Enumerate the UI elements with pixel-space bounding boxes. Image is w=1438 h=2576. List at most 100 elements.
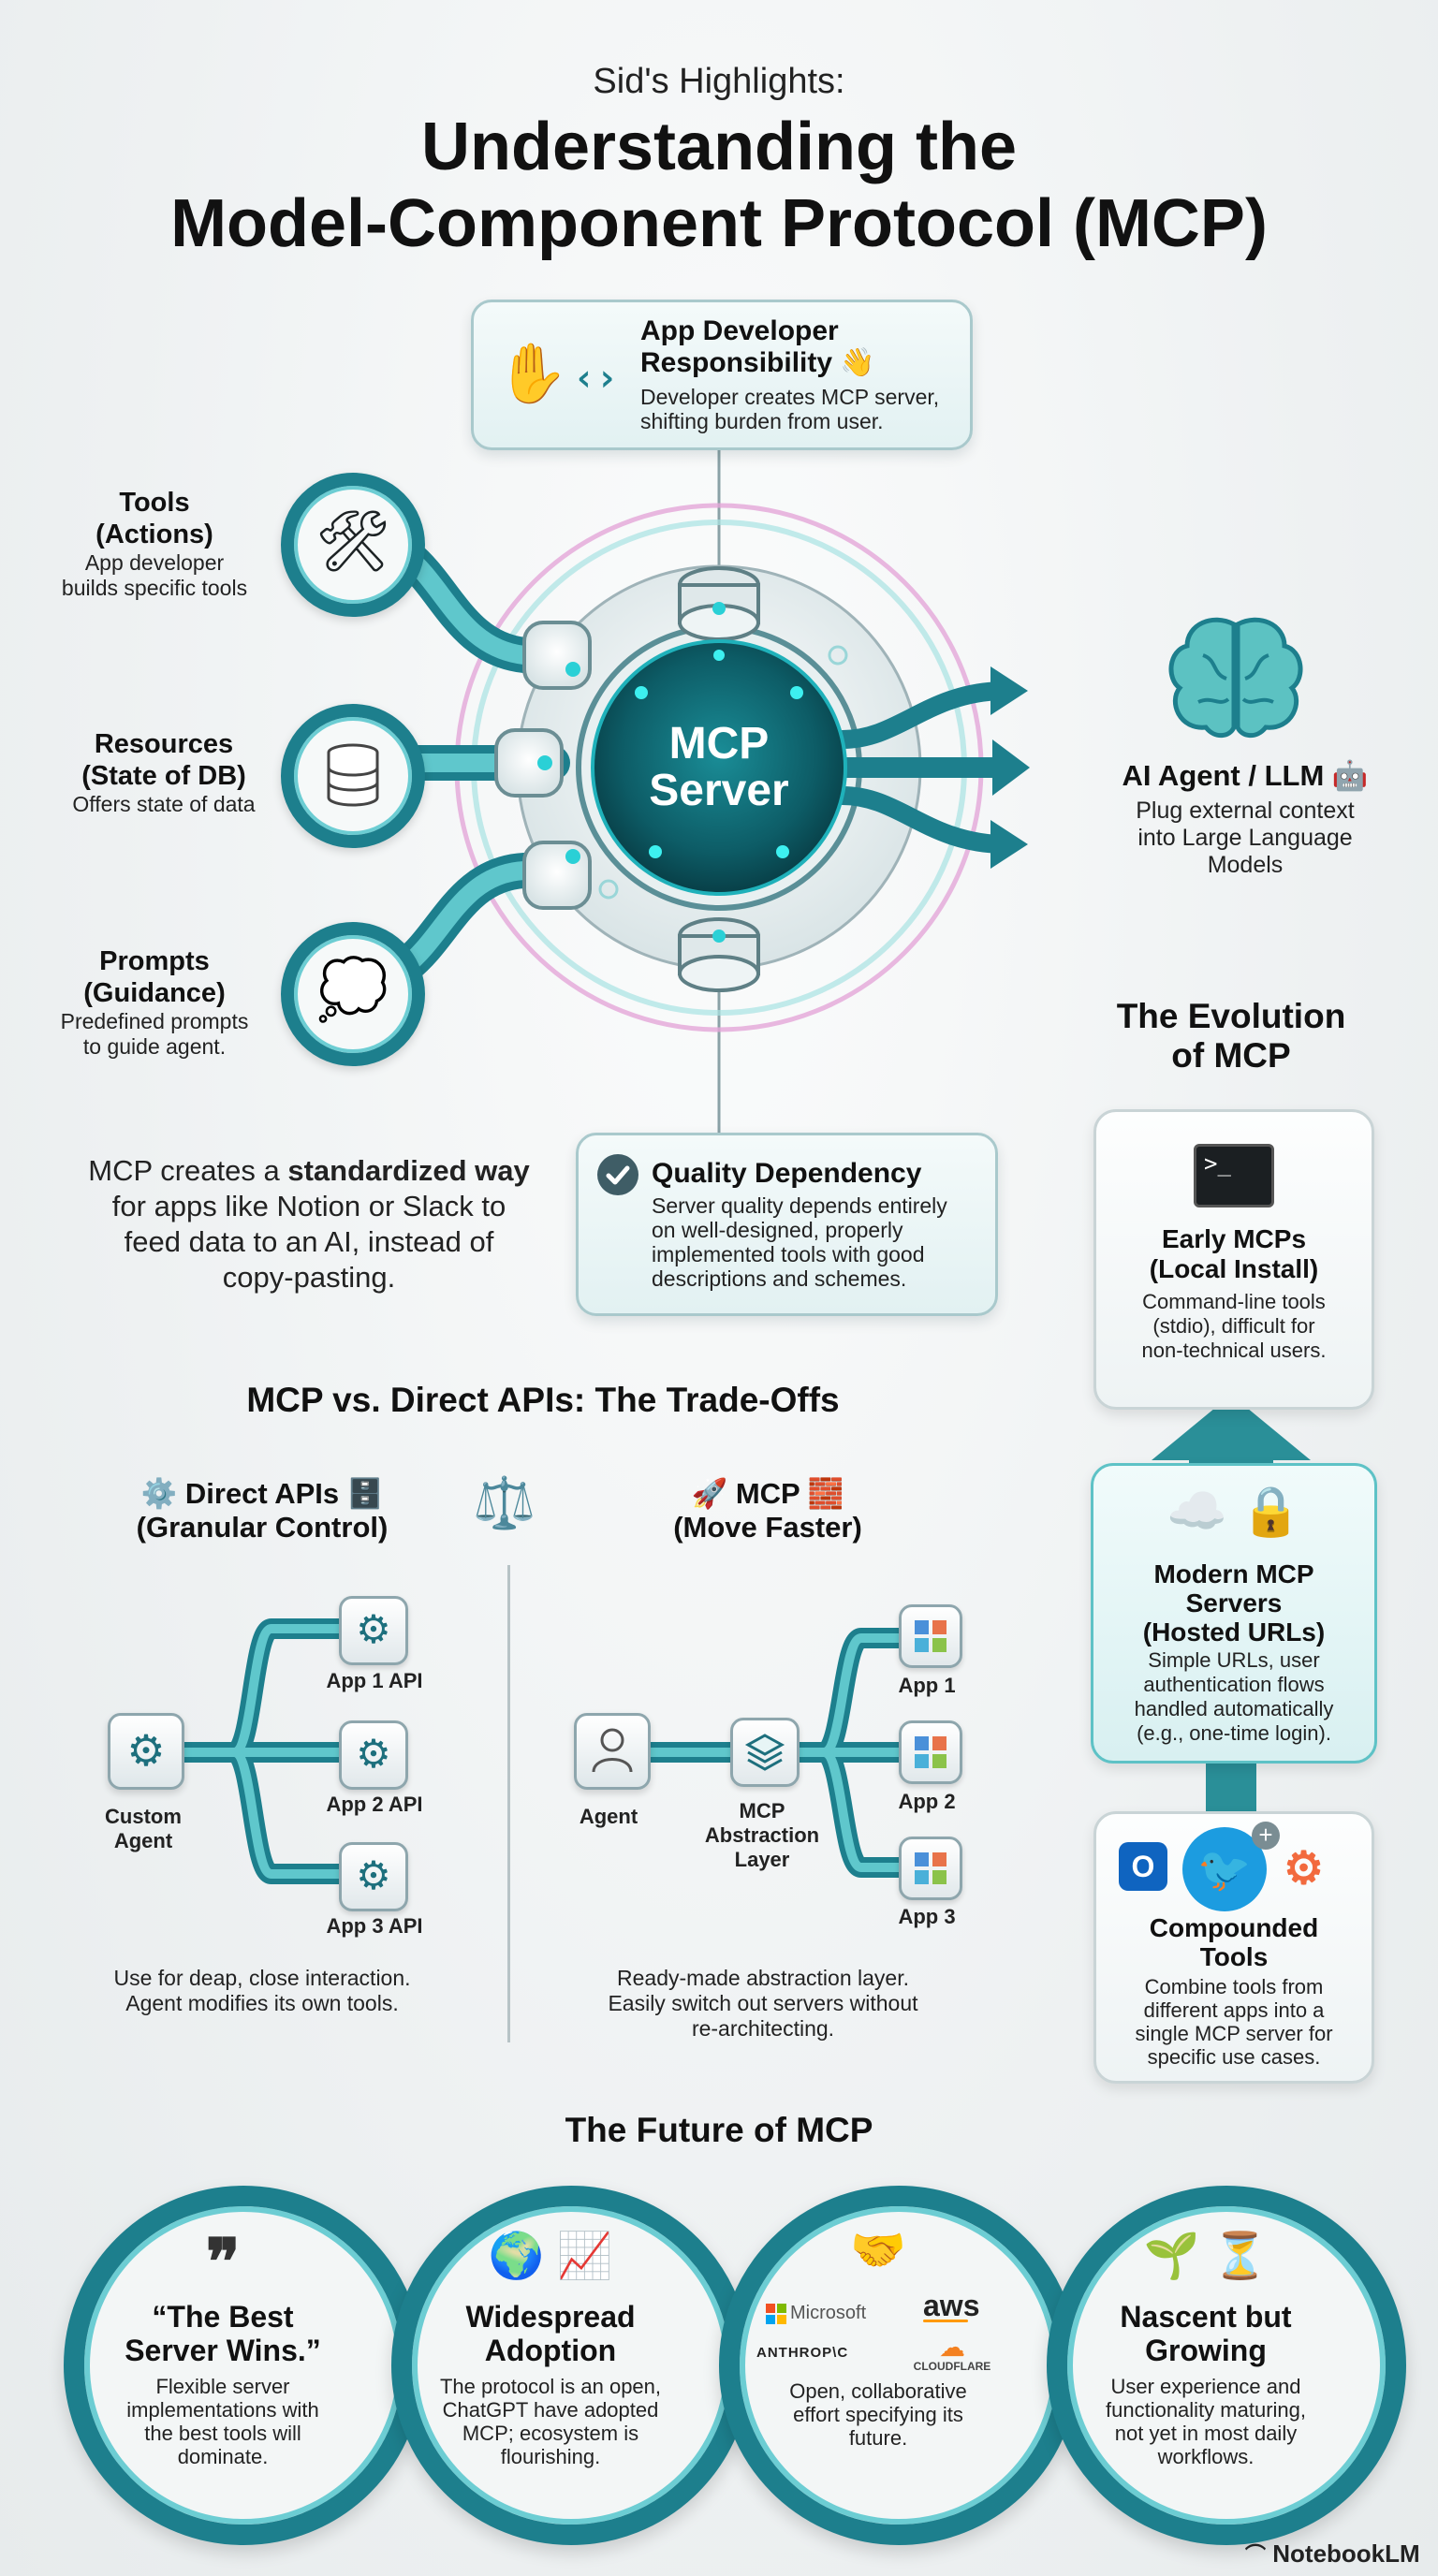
direct-heading-line2: (Granular Control) bbox=[136, 1511, 389, 1544]
app2-node bbox=[899, 1720, 962, 1784]
future-item-adoption: 🌍 📈 Widespread Adoption The protocol is … bbox=[391, 2186, 751, 2545]
plus-icon: + bbox=[1252, 1822, 1280, 1850]
app1-label: App 1 bbox=[898, 1674, 956, 1697]
rocket-icon: 🚀 bbox=[691, 1477, 728, 1510]
summary-text: MCP creates a standardized way for apps … bbox=[37, 1153, 580, 1295]
input-tools-desc-line2: builds specific tools bbox=[61, 576, 248, 600]
app3-node bbox=[899, 1837, 962, 1900]
input-prompts-desc-line1: Predefined prompts bbox=[60, 1009, 249, 1033]
agent-desc-line3: Models bbox=[1207, 852, 1284, 878]
notebooklm-brand: ⌒ NotebookLM bbox=[1245, 2539, 1420, 2569]
custom-agent-label-line2: Agent bbox=[113, 1829, 173, 1852]
brick-wall-icon: 🧱 bbox=[807, 1477, 844, 1510]
notebooklm-logo-icon: ⌒ bbox=[1245, 2543, 1267, 2567]
future-4-title-line2: Growing bbox=[1145, 2334, 1267, 2367]
app2-label: App 2 bbox=[898, 1790, 956, 1813]
developer-card-desc-line2: shifting burden from user. bbox=[640, 409, 884, 433]
input-resources-title-line2: (State of DB) bbox=[81, 761, 246, 791]
cloud-icon: ☁️ bbox=[1167, 1485, 1227, 1539]
microsoft-text: Microsoft bbox=[790, 2303, 867, 2323]
agent-node bbox=[574, 1713, 651, 1790]
future-4-desc-line3: not yet in most daily bbox=[1114, 2422, 1298, 2445]
early-title-line1: Early MCPs bbox=[1161, 1224, 1307, 1253]
evolution-early-card: >_ Early MCPs (Local Install) Command-li… bbox=[1093, 1109, 1374, 1410]
summary-line4: copy-pasting. bbox=[222, 1261, 396, 1294]
future-2-title-line1: Widespread bbox=[465, 2300, 636, 2334]
lock-icon: 🔒 bbox=[1240, 1485, 1301, 1539]
app1-api-label: App 1 API bbox=[326, 1669, 423, 1692]
compound-title-line1: Compounded bbox=[1149, 1913, 1319, 1942]
future-3-desc-line2: effort specifying its bbox=[793, 2403, 963, 2426]
future-item-best-server: ❞ “The Best Server Wins.” Flexible serve… bbox=[64, 2186, 423, 2545]
direct-heading: ⚙️ Direct APIs 🗄️ (Granular Control) bbox=[94, 1477, 431, 1544]
mcp-layer-label-line2: Abstraction bbox=[704, 1823, 820, 1847]
developer-card-title-line2: Responsibility bbox=[640, 347, 833, 378]
agent-block: AI Agent / LLM 🤖 Plug external context i… bbox=[1105, 760, 1386, 879]
gear-icon: ⚙ bbox=[356, 1607, 391, 1651]
mcp-desc-line2: Easily switch out servers without bbox=[608, 1991, 918, 2015]
mcp-layer-label-line3: Layer bbox=[734, 1848, 790, 1871]
early-desc-line3: non-technical users. bbox=[1141, 1339, 1327, 1362]
mcp-desc: Ready-made abstraction layer. Easily swi… bbox=[562, 1966, 964, 2042]
handshake-icon: 🤝 bbox=[850, 2226, 906, 2276]
app1-api-node: ⚙ bbox=[339, 1596, 408, 1665]
evolution-title-line1: The Evolution bbox=[1116, 997, 1346, 1035]
future-2-desc-line4: flourishing. bbox=[500, 2445, 601, 2468]
future-1-title-line2: Server Wins.” bbox=[125, 2334, 321, 2367]
future-2-desc-line1: The protocol is an open, bbox=[439, 2375, 662, 2398]
person-icon bbox=[592, 1728, 633, 1773]
mcp-desc-line3: re-architecting. bbox=[691, 2016, 835, 2041]
input-tools: Tools (Actions) App developer builds spe… bbox=[37, 487, 271, 601]
app3-label: App 3 bbox=[898, 1905, 956, 1928]
custom-agent-node: ⚙ bbox=[108, 1713, 184, 1790]
input-tools-desc-line1: App developer bbox=[84, 550, 225, 575]
app1-node bbox=[899, 1604, 962, 1668]
future-4-title-line1: Nascent but bbox=[1120, 2300, 1292, 2334]
raised-hand-icon: ✋ bbox=[496, 342, 569, 406]
quality-card-desc-line3: implemented tools with good bbox=[652, 1242, 925, 1266]
custom-agent-label-line1: Custom bbox=[105, 1805, 182, 1828]
mcp-heading: 🚀 MCP 🧱 (Move Faster) bbox=[599, 1477, 936, 1544]
robot-icon: 🤖 bbox=[1331, 759, 1369, 792]
quality-card-desc-line1: Server quality depends entirely bbox=[652, 1193, 947, 1218]
input-resources-title-line1: Resources bbox=[94, 729, 234, 759]
developer-responsibility-card: ✋ ‹› App Developer Responsibility 👋 Deve… bbox=[471, 300, 973, 450]
direct-desc-line1: Use for deap, close interaction. bbox=[113, 1966, 411, 1990]
future-item-nascent: 🌱 ⏳ Nascent but Growing User experience … bbox=[1047, 2186, 1406, 2545]
future-2-title-line2: Adoption bbox=[484, 2334, 617, 2367]
header-subtitle: Sid's Highlights: bbox=[593, 62, 845, 101]
modern-title-line2: Servers bbox=[1185, 1588, 1283, 1617]
terminal-prompt: >_ bbox=[1204, 1150, 1231, 1177]
evolution-title-line2: of MCP bbox=[1171, 1036, 1291, 1075]
future-2-desc-line2: ChatGPT have adopted bbox=[442, 2398, 659, 2422]
hubspot-icon: ⚙ bbox=[1284, 1844, 1325, 1894]
mcp-layer-label: MCP Abstraction Layer bbox=[697, 1799, 828, 1872]
input-resources: Resources (State of DB) Offers state of … bbox=[37, 728, 290, 817]
evolution-modern-card: ☁️ 🔒 Modern MCP Servers (Hosted URLs) Si… bbox=[1091, 1463, 1377, 1764]
summary-line1-pre: MCP creates a bbox=[88, 1154, 288, 1187]
mcp-layer-node bbox=[730, 1718, 800, 1787]
server-label-line1: MCP bbox=[668, 719, 770, 768]
custom-agent-label: Custom Agent bbox=[84, 1805, 202, 1853]
app2-api-node: ⚙ bbox=[339, 1720, 408, 1790]
input-tools-title-line1: Tools bbox=[119, 488, 190, 518]
input-prompts-desc-line2: to guide agent. bbox=[82, 1034, 227, 1059]
app3-api-node: ⚙ bbox=[339, 1842, 408, 1911]
database-icon bbox=[281, 704, 425, 848]
modern-desc-line1: Simple URLs, user bbox=[1148, 1648, 1320, 1672]
tradeoffs-connectors bbox=[178, 1618, 899, 1884]
mcp-layer-label-line1: MCP bbox=[739, 1799, 785, 1822]
app-grid-icon bbox=[915, 1852, 946, 1884]
quality-card-desc-line4: descriptions and schemes. bbox=[652, 1266, 907, 1291]
future-4-desc-line4: workflows. bbox=[1157, 2445, 1255, 2468]
modern-desc-line3: handled automatically bbox=[1134, 1697, 1334, 1720]
modern-title-line1: Modern MCP bbox=[1153, 1559, 1314, 1588]
early-desc-line1: Command-line tools bbox=[1142, 1290, 1326, 1313]
agent-desc-line2: into Large Language bbox=[1137, 825, 1353, 851]
outlook-icon: O bbox=[1119, 1842, 1167, 1891]
aws-text: aws bbox=[923, 2289, 980, 2322]
compound-title-line2: Tools bbox=[1199, 1942, 1269, 1971]
early-title-line2: (Local Install) bbox=[1149, 1254, 1319, 1283]
future-4-desc-line1: User experience and bbox=[1110, 2375, 1301, 2398]
future-1-title-line1: “The Best bbox=[152, 2300, 294, 2334]
